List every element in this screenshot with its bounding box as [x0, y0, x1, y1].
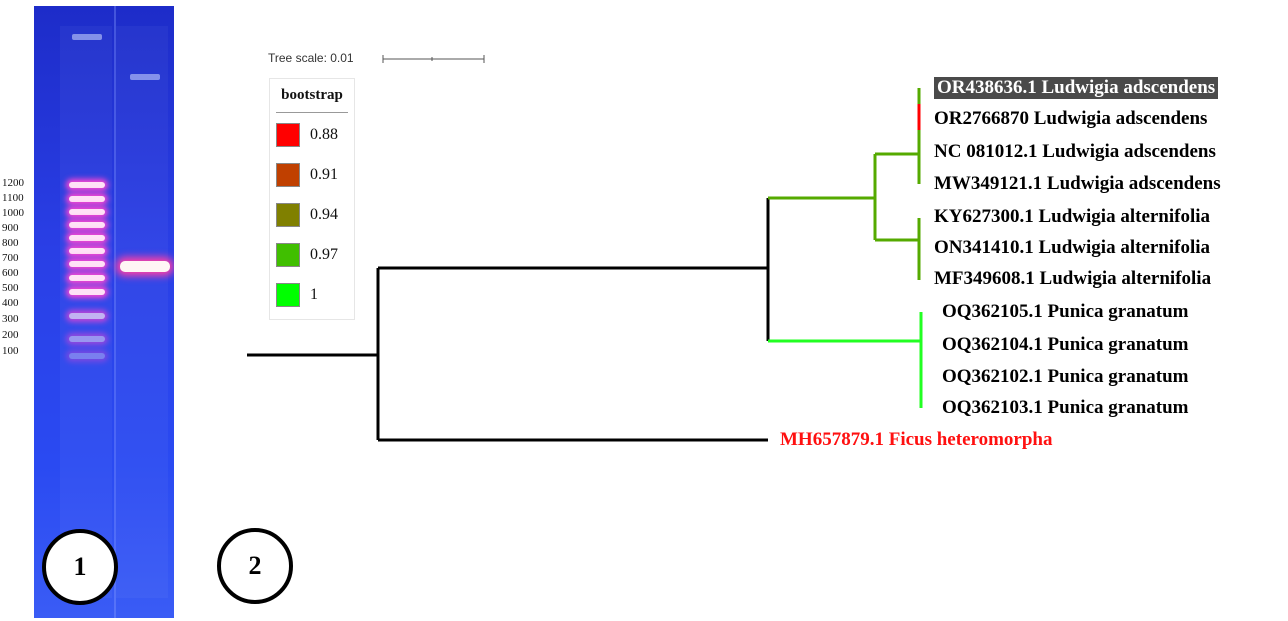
- ladder-band: [69, 182, 105, 188]
- legend-swatch: [276, 163, 300, 187]
- ladder-label-1000: 1000: [2, 207, 24, 219]
- ladder-band: [69, 289, 105, 295]
- sample-lane: [116, 26, 168, 598]
- tree-branches-root: [247, 198, 770, 442]
- ladder-label-100: 100: [2, 345, 19, 357]
- ladder-band: [69, 235, 105, 241]
- ladder-label-600: 600: [2, 267, 19, 279]
- ladder-band: [69, 353, 105, 359]
- legend-swatch: [276, 283, 300, 307]
- legend-swatch: [276, 243, 300, 267]
- ladder-band: [69, 275, 105, 281]
- tip-label: OQ362105.1 Punica granatum: [942, 301, 1189, 322]
- ladder-band: [69, 261, 105, 267]
- ladder-band: [69, 248, 105, 254]
- ladder-band: [69, 336, 105, 342]
- legend-rule: [276, 112, 348, 113]
- tip-label: OQ362102.1 Punica granatum: [942, 366, 1189, 387]
- tip-label: OQ362103.1 Punica granatum: [942, 397, 1189, 418]
- tree-branches-ludwigia: [768, 88, 921, 280]
- well: [72, 34, 102, 40]
- tip-label: MF349608.1 Ludwigia alternifolia: [934, 268, 1212, 289]
- ladder-label-300: 300: [2, 313, 19, 325]
- panel-label-1: 1: [42, 529, 118, 605]
- ladder-band: [69, 209, 105, 215]
- ladder-label-900: 900: [2, 222, 19, 234]
- tip-label: OR438636.1 Ludwigia adscendens: [934, 77, 1219, 99]
- lane-divider: [114, 6, 116, 618]
- tip-label: KY627300.1 Ludwigia alternifolia: [934, 206, 1211, 227]
- sample-band: [120, 261, 170, 272]
- tree-branches-punica: [768, 312, 923, 408]
- ladder-label-700: 700: [2, 252, 19, 264]
- gel-image: [34, 6, 174, 618]
- ladder-label-500: 500: [2, 282, 19, 294]
- legend-title: bootstrap: [281, 87, 343, 103]
- legend-label: 0.91: [310, 166, 338, 183]
- ladder-label-800: 800: [2, 237, 19, 249]
- legend-swatch: [276, 203, 300, 227]
- ladder-label-200: 200: [2, 329, 19, 341]
- legend-label: 0.94: [310, 206, 338, 223]
- ladder-label-400: 400: [2, 297, 19, 309]
- well: [130, 74, 160, 80]
- tip-label-outgroup: MH657879.1 Ficus heteromorpha: [780, 429, 1053, 450]
- ladder-band: [69, 313, 105, 319]
- ladder-band: [69, 196, 105, 202]
- legend-label: 0.97: [310, 246, 338, 263]
- panel-label-2: 2: [217, 528, 293, 604]
- tip-label: ON341410.1 Ludwigia alternifolia: [934, 237, 1211, 258]
- legend-label: 1: [310, 286, 318, 303]
- tip-label: NC 081012.1 Ludwigia adscendens: [934, 141, 1216, 162]
- tree-scale-bar: [382, 55, 485, 63]
- bootstrap-legend: bootstrap 0.88 0.91 0.94 0.97 1: [269, 78, 355, 320]
- tip-label: OR2766870 Ludwigia adscendens: [934, 108, 1208, 129]
- tree-scale-label: Tree scale: 0.01: [268, 51, 354, 65]
- legend-swatch: [276, 123, 300, 147]
- ladder-label-1200: 1200: [2, 177, 24, 189]
- ladder-label-1100: 1100: [2, 192, 24, 204]
- ladder-band: [69, 222, 105, 228]
- ladder-lane: [60, 26, 112, 598]
- tip-label: MW349121.1 Ludwigia adscendens: [934, 173, 1221, 194]
- legend-label: 0.88: [310, 126, 338, 143]
- tip-label: OQ362104.1 Punica granatum: [942, 334, 1189, 355]
